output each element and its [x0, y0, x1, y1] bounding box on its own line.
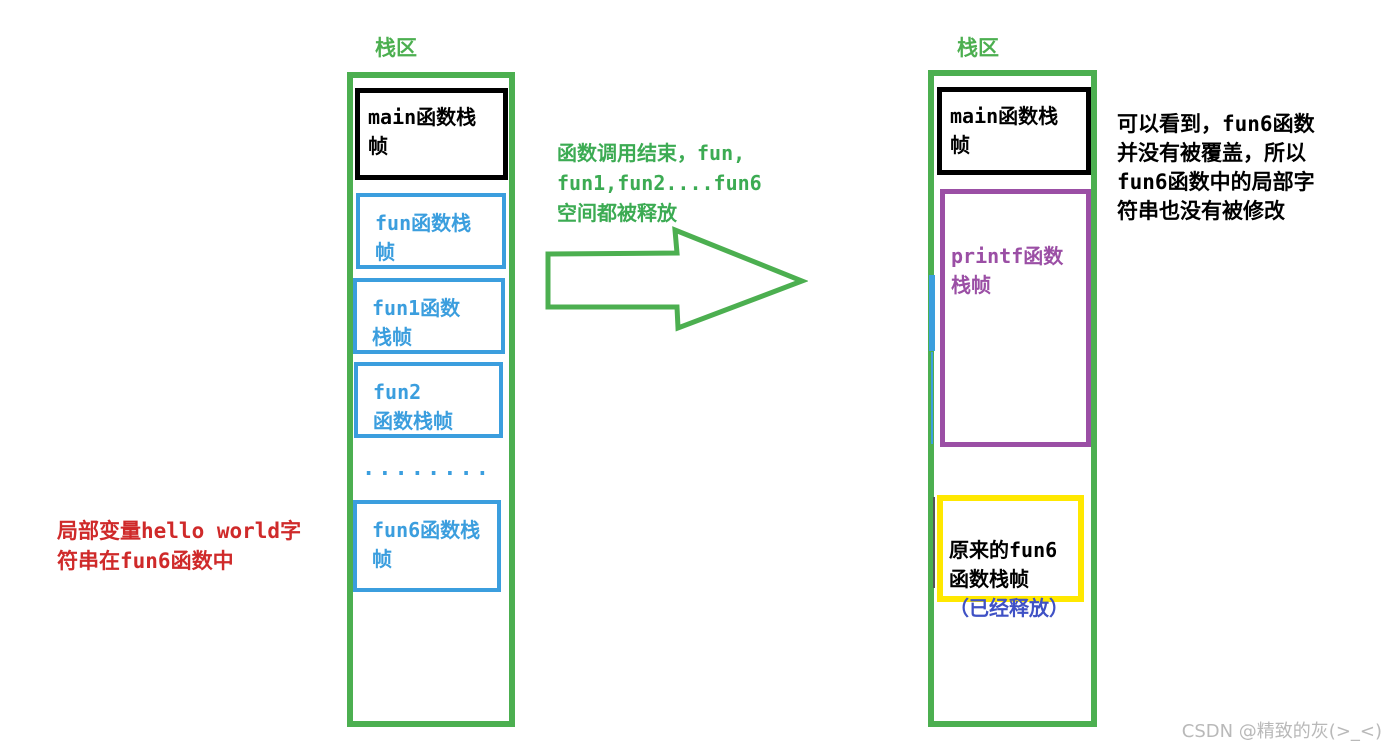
right-frame-old-fun6: 原来的fun6 函数栈帧 （已经释放）: [937, 495, 1084, 620]
left-frame-fun: fun函数栈 帧: [356, 193, 506, 269]
border-artifact-gray: [933, 497, 935, 588]
ellipsis-dots: ........: [362, 456, 492, 481]
left-frame-fun1: fun1函数 栈帧: [353, 278, 505, 354]
right-frame-printf: printf函数 栈帧: [940, 189, 1091, 447]
right-arrow-icon: [545, 226, 808, 332]
old-fun6-label: 原来的fun6 函数栈帧: [949, 538, 1058, 591]
border-artifact-blue: [929, 275, 935, 351]
left-frame-fun6: fun6函数栈 帧: [353, 500, 501, 592]
watermark: CSDN @精致的灰(>_<): [1181, 721, 1382, 742]
right-stack-title: 栈区: [957, 36, 999, 60]
old-fun6-released-label: （已经释放）: [949, 596, 1069, 620]
border-artifact-thin: [931, 352, 933, 444]
left-stack-title: 栈区: [375, 36, 417, 60]
left-frame-main: main函数栈 帧: [355, 88, 508, 180]
release-note: 函数调用结束，fun, fun1,fun2....fun6 空间都被释放: [557, 141, 762, 225]
observation-note: 可以看到，fun6函数 并没有被覆盖，所以 fun6函数中的局部字 符串也没有被…: [1117, 112, 1315, 223]
local-var-note: 局部变量hello world字 符串在fun6函数中: [57, 519, 302, 573]
left-frame-fun2: fun2 函数栈帧: [354, 362, 503, 438]
right-frame-main: main函数栈 帧: [937, 87, 1091, 175]
